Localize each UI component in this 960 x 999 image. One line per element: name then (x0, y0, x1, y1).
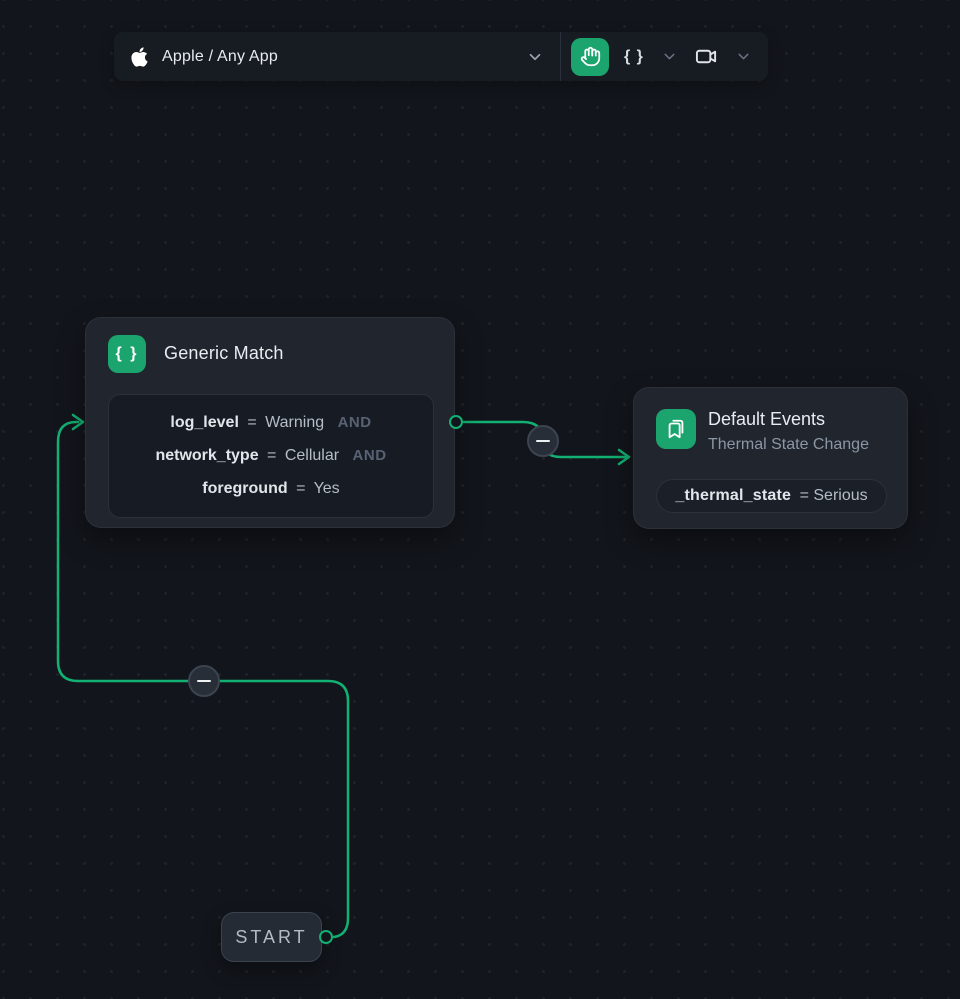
chevron-down-icon (735, 48, 752, 65)
node-generic-match[interactable]: { } Generic Match log_level = Warning AN… (85, 317, 455, 528)
arrowhead (617, 448, 631, 466)
condition-key: network_type (155, 447, 259, 464)
node-default-events[interactable]: Default Events Thermal State Change _the… (633, 387, 908, 529)
app-selector-dropdown[interactable]: Apple / Any App (114, 32, 560, 81)
output-port-generic-match[interactable] (449, 415, 463, 429)
condition-value: Serious (813, 487, 868, 504)
node-title: Default Events (708, 409, 826, 429)
condition-conjunction: AND (337, 414, 372, 431)
top-toolbar: Apple / Any App { } (114, 32, 768, 81)
node-title: Generic Match (164, 343, 284, 363)
output-port-start[interactable] (319, 930, 333, 944)
record-tool-button[interactable] (693, 43, 720, 70)
arrowhead (71, 413, 85, 431)
condition-op: = (267, 447, 277, 464)
condition-key: _thermal_state (675, 487, 792, 504)
app-selector-label: Apple / Any App (162, 47, 278, 65)
video-camera-icon (695, 45, 718, 68)
condition-op: = (296, 480, 306, 497)
condition-pill: _thermal_state = Serious (656, 479, 887, 513)
condition-op: = (247, 414, 257, 431)
condition-value: Warning (265, 414, 325, 431)
condition-box: log_level = Warning AND network_type = C… (108, 394, 434, 518)
minus-icon (536, 439, 550, 443)
minus-icon (197, 679, 211, 683)
condition-row: foreground = Yes (202, 480, 339, 498)
condition-key: log_level (170, 414, 239, 431)
condition-conjunction: AND (352, 447, 387, 464)
condition-row: log_level = Warning AND (170, 414, 371, 432)
chevron-down-icon (661, 48, 678, 65)
condition-value: Yes (313, 480, 340, 497)
edge-start-to-generic (56, 420, 350, 939)
remove-edge-button[interactable] (527, 425, 559, 457)
start-button[interactable]: START (221, 912, 322, 962)
condition-key: foreground (202, 480, 288, 497)
node-subtitle: Thermal State Change (708, 436, 869, 453)
apple-icon (130, 46, 149, 68)
chevron-down-icon (526, 48, 544, 66)
code-tool-chevron[interactable] (659, 46, 680, 67)
hand-icon (580, 46, 601, 67)
toolbar-divider (560, 32, 561, 81)
condition-value: Cellular (284, 447, 340, 464)
condition-row: network_type = Cellular AND (155, 447, 386, 465)
bookmark-icon (656, 409, 696, 449)
code-tool-button[interactable]: { } (622, 44, 646, 70)
pan-tool-button[interactable] (571, 37, 609, 76)
braces-icon: { } (108, 335, 146, 373)
condition-op: = (799, 487, 809, 504)
record-tool-chevron[interactable] (733, 46, 754, 67)
remove-edge-button[interactable] (188, 665, 220, 697)
